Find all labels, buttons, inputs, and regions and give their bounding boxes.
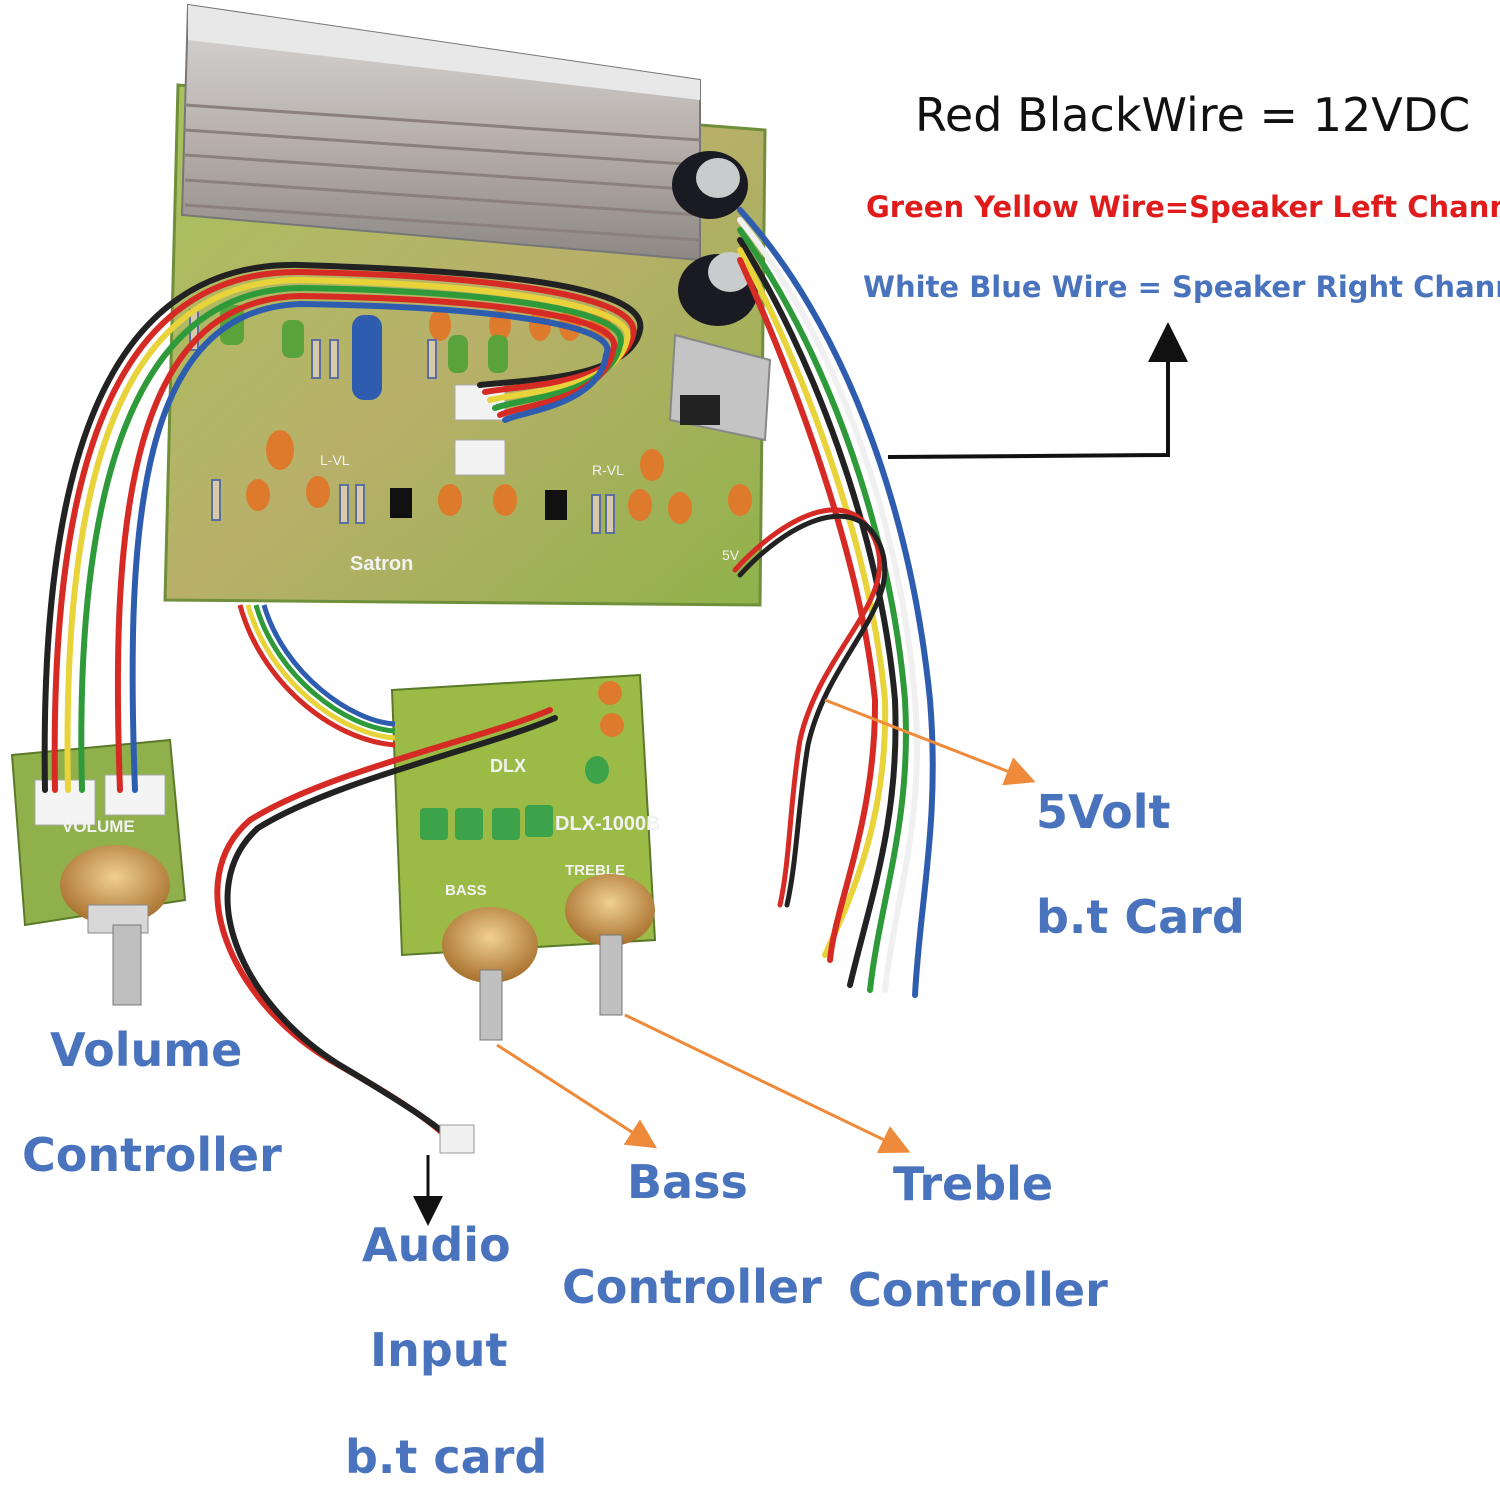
svg-text:L-VL: L-VL bbox=[320, 452, 350, 468]
left-channel-label: Green Yellow Wire=Speaker Left Channel bbox=[866, 190, 1500, 224]
input-label: Input bbox=[370, 1323, 508, 1377]
audio-label: Audio bbox=[362, 1218, 511, 1272]
svg-text:DLX-1000B: DLX-1000B bbox=[555, 813, 661, 835]
svg-text:BASS: BASS bbox=[445, 882, 487, 899]
power-wire-label: Red BlackWire = 12VDC bbox=[915, 88, 1471, 142]
annotation-arrows bbox=[413, 322, 1188, 1226]
bt-card-label: b.t Card bbox=[1036, 890, 1245, 944]
audio-bt-card-label: b.t card bbox=[345, 1430, 548, 1484]
treble-label: Treble bbox=[893, 1157, 1054, 1211]
volume-board: VOLUME bbox=[10, 738, 187, 1006]
volume-label: Volume bbox=[50, 1023, 243, 1077]
bass-label: Bass bbox=[627, 1155, 748, 1209]
volume-controller-label: Controller bbox=[22, 1128, 282, 1182]
five-volt-label: 5Volt bbox=[1036, 785, 1171, 839]
bass-controller-label: Controller bbox=[562, 1260, 822, 1314]
svg-text:VOLUME: VOLUME bbox=[62, 817, 135, 836]
treble-controller-label: Controller bbox=[848, 1263, 1108, 1317]
svg-text:DLX: DLX bbox=[490, 756, 526, 776]
satron-logo: Satron bbox=[350, 553, 413, 575]
main-amplifier-board: Satron L-VL R-VL 5V bbox=[163, 3, 772, 607]
right-channel-label: White Blue Wire = Speaker Right Channel bbox=[863, 270, 1500, 304]
svg-text:R-VL: R-VL bbox=[592, 462, 624, 478]
svg-text:5V: 5V bbox=[722, 547, 740, 563]
tone-board: DLX DLX-1000B BASS TREBLE bbox=[390, 673, 661, 1041]
